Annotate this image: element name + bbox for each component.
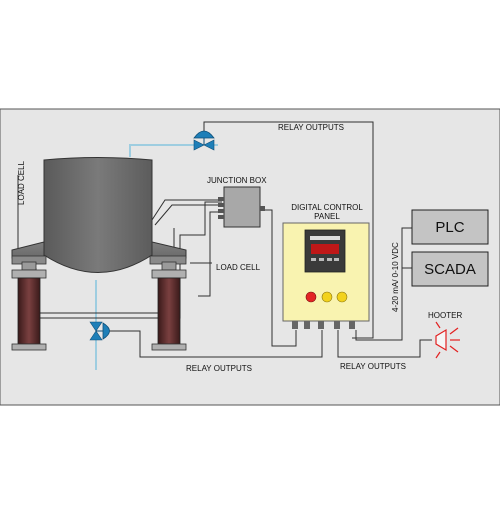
plc-label: PLC — [435, 219, 464, 236]
valve-top — [193, 130, 215, 151]
label-relay-outputs-bottom-right: RELAY OUTPUTS — [340, 362, 406, 371]
label-relay-outputs-top: RELAY OUTPUTS — [278, 123, 344, 132]
label-hooter: HOOTER — [428, 311, 462, 320]
load-cell-left — [21, 261, 37, 271]
wire-hooter — [337, 330, 432, 358]
label-panel-line1: DIGITAL CONTROL — [291, 203, 363, 212]
scada-label: SCADA — [424, 261, 476, 278]
label-junction-box: JUNCTION BOX — [207, 176, 267, 185]
indicator-display — [311, 244, 339, 254]
wire-relay-top-return — [352, 320, 374, 339]
support-leg-left — [11, 269, 47, 351]
label-signal-output: 4-20 mA/ 0-10 VDC — [391, 242, 400, 312]
indicator-lamp-yellow-1 — [321, 291, 333, 303]
wire-junction-to-panel — [262, 209, 297, 347]
indicator-lamp-red — [305, 291, 317, 303]
wire-relay-top — [203, 121, 374, 320]
indicator-lamp-yellow-2 — [336, 291, 348, 303]
wire-loadcell-right — [198, 211, 222, 297]
label-relay-outputs-bottom-left: RELAY OUTPUTS — [186, 364, 252, 373]
indicator-brand-strip — [310, 236, 340, 240]
load-cell-right — [161, 261, 177, 271]
valve-bottom — [89, 321, 110, 341]
wire-plc — [355, 227, 412, 341]
support-leg-right — [151, 269, 187, 351]
plc-box: PLC — [411, 209, 489, 245]
storage-tank — [43, 157, 153, 273]
label-panel-line2: PANEL — [314, 212, 340, 221]
wire-junction-a — [149, 199, 222, 224]
wire-relay-bottom-left — [103, 330, 323, 358]
junction-box — [218, 186, 265, 228]
label-load-cell-right: LOAD CELL — [216, 263, 261, 272]
digital-control-panel — [282, 222, 370, 329]
label-load-cell-left: LOAD CELL — [17, 160, 26, 205]
wire-junction-b — [154, 204, 222, 226]
cable-glands — [292, 321, 355, 329]
scada-box: SCADA — [411, 251, 489, 287]
hooter-icon — [435, 321, 460, 359]
